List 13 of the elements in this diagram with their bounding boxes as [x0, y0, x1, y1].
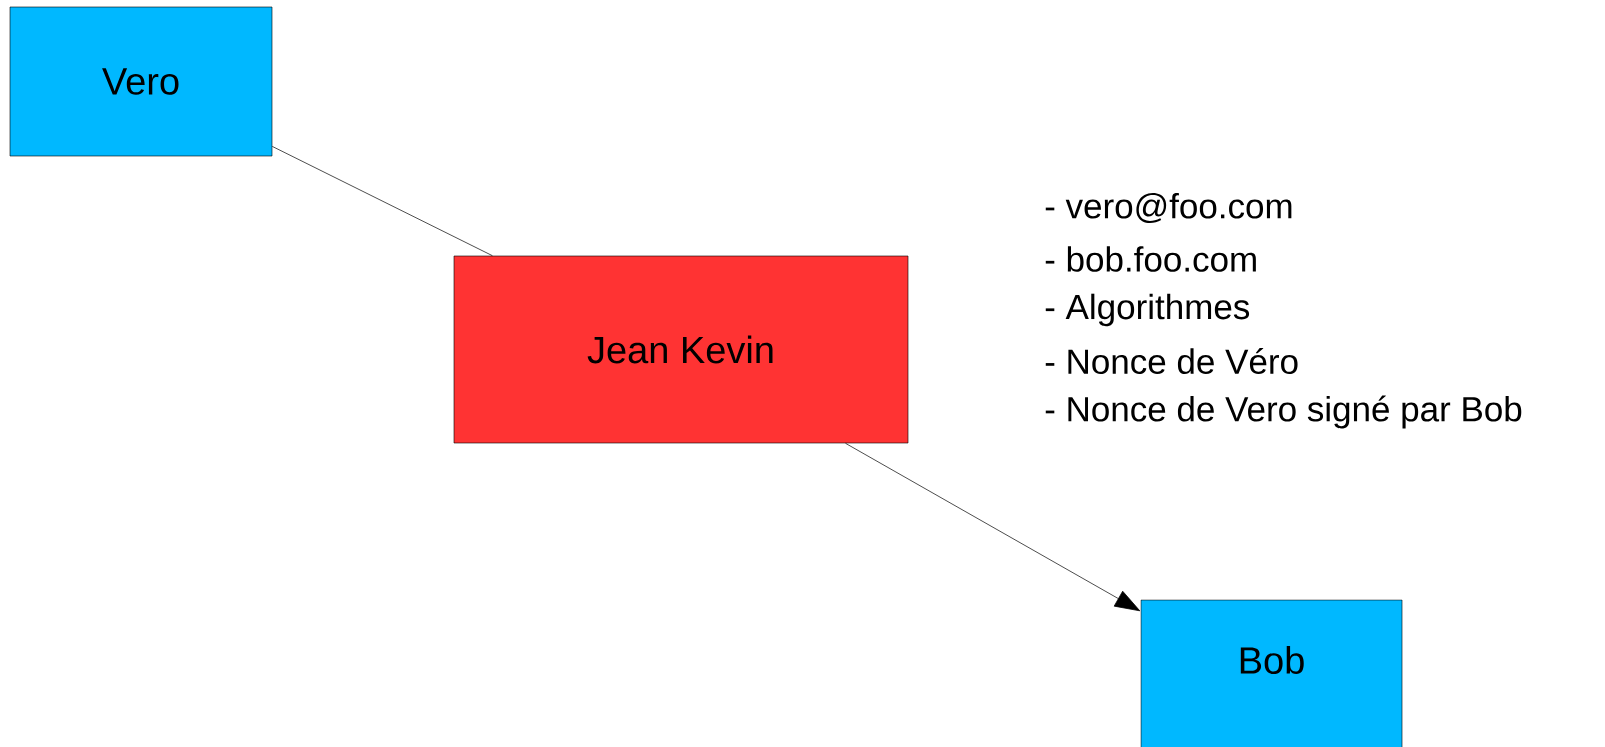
person-box — [453, 255, 909, 444]
note-line: - bob.foo.com — [1045, 246, 1256, 272]
connector-line — [271, 146, 493, 257]
person-box — [1140, 599, 1403, 747]
note-line: - Algorithmes — [1045, 293, 1250, 327]
box-label: Vero — [102, 68, 179, 95]
note-line: - Nonce de Véro — [1045, 347, 1298, 375]
box-label: Bob — [1240, 646, 1304, 674]
box-label: Jean Kevin — [587, 335, 773, 364]
note-line: - Nonce de Vero signé par Bob — [1045, 395, 1522, 429]
note-line: - vero@foo.com — [1045, 192, 1292, 224]
person-box — [9, 6, 273, 157]
connector-line — [845, 442, 1141, 612]
